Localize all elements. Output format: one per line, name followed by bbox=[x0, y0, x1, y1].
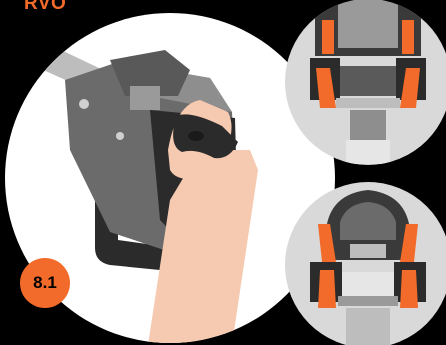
top-clamp-right bbox=[400, 68, 420, 108]
trigger-grip bbox=[173, 114, 238, 159]
bottom-clamp-right bbox=[400, 270, 418, 308]
step-badge: 8.1 bbox=[20, 258, 70, 308]
top-ring bbox=[336, 98, 400, 108]
detail-top bbox=[285, 0, 446, 165]
bottom-ring-2 bbox=[338, 296, 398, 306]
jaw-head bbox=[110, 50, 190, 96]
bottom-pipe bbox=[346, 308, 390, 345]
jaw-block bbox=[130, 86, 160, 110]
bolt-1 bbox=[79, 99, 89, 109]
top-core bbox=[340, 66, 396, 96]
top-clamp-left bbox=[316, 68, 336, 108]
top-pipe bbox=[346, 140, 390, 164]
trigger-detail bbox=[188, 131, 204, 141]
bottom-fitting bbox=[342, 272, 394, 296]
top-orange-right bbox=[402, 20, 414, 54]
bottom-inner bbox=[340, 202, 396, 240]
detail-bottom bbox=[285, 182, 446, 345]
bottom-orange-right bbox=[400, 224, 418, 262]
top-orange-left bbox=[322, 20, 334, 54]
bottom-orange-left bbox=[318, 224, 336, 262]
top-fitting bbox=[350, 110, 386, 140]
bolt-2 bbox=[116, 132, 124, 140]
bottom-clamp-left bbox=[318, 270, 336, 308]
top-inner bbox=[338, 0, 398, 48]
forearm bbox=[148, 150, 258, 343]
bottom-ring bbox=[350, 244, 386, 258]
main-illustration bbox=[5, 13, 335, 343]
page-title: RVO bbox=[24, 0, 67, 14]
